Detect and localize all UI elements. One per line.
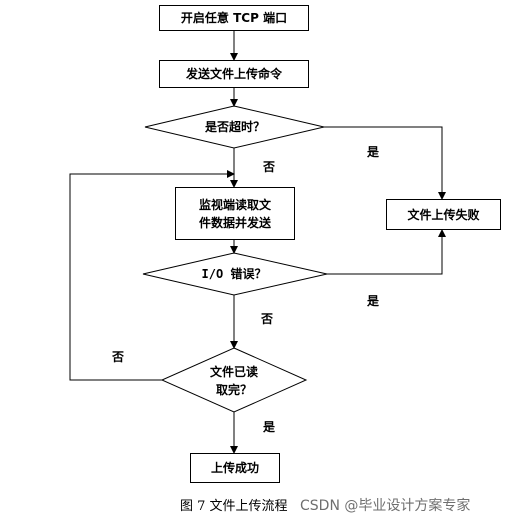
read-complete-question: 文件已读 取完？ — [194, 363, 274, 399]
watermark: CSDN @毕业设计方案专家 — [300, 498, 471, 514]
arrow-io-yes-to-fail — [327, 229, 446, 275]
send-upload-command-box: 发送文件上传命令 — [159, 60, 309, 88]
io-no-label: 否 — [261, 312, 274, 326]
timeout-yes-label: 是 — [367, 145, 380, 159]
timeout-no-label: 否 — [263, 160, 276, 174]
io-error-question-label: I/O 错误？ — [201, 267, 267, 281]
arrow-loop-back — [69, 170, 235, 381]
read-complete-line1: 文件已读 — [209, 365, 258, 379]
upload-failed-box: 文件上传失败 — [386, 199, 501, 230]
monitor-read-send-line1: 监视端读取文 — [198, 197, 271, 212]
arrow-timeout-yes-to-fail — [324, 126, 446, 200]
io-yes-label: 是 — [367, 294, 380, 308]
loop-no-label: 否 — [112, 350, 125, 364]
timeout-question-label: 是否超时？ — [204, 120, 265, 134]
monitor-read-send-line2: 件数据并发送 — [198, 215, 271, 230]
upload-success-box: 上传成功 — [190, 453, 280, 483]
upload-success-label: 上传成功 — [210, 461, 259, 475]
figure-caption: 图 7 文件上传流程 — [180, 499, 288, 514]
open-tcp-port-box: 开启任意 TCP 端口 — [159, 5, 309, 31]
done-yes-label: 是 — [263, 420, 276, 434]
read-complete-line2: 取完？ — [215, 383, 252, 397]
upload-failed-label: 文件上传失败 — [407, 207, 480, 222]
open-tcp-port-label: 开启任意 TCP 端口 — [180, 11, 288, 25]
monitor-read-send-box: 监视端读取文 件数据并发送 — [175, 187, 295, 240]
send-upload-command-label: 发送文件上传命令 — [185, 67, 282, 81]
